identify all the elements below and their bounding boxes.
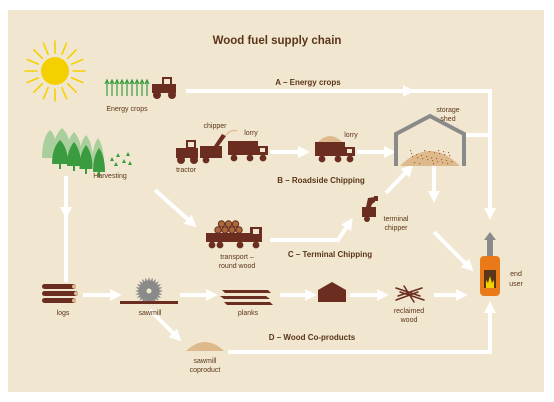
- planks-label: planks: [238, 310, 259, 317]
- forest-icon: [42, 128, 132, 177]
- sun-icon: [24, 40, 86, 102]
- planks-icon: [220, 290, 273, 305]
- route-c-label: C – Terminal Chipping: [288, 250, 372, 259]
- timber-lorry-icon: [206, 220, 262, 249]
- chipper-label: chipper: [204, 123, 228, 130]
- lorry-label-2: lorry: [344, 132, 358, 139]
- logs-icon: [42, 284, 78, 303]
- arrow-transport-to-terminal: [270, 218, 353, 242]
- arrow-coproduct-to-end-user: [228, 301, 496, 354]
- lorry-with-chips-icon: [315, 136, 355, 163]
- arrow-terminal-to-shed: [384, 164, 414, 195]
- arrow-sawmill-to-coproduct: [148, 308, 182, 342]
- shed-label: shed: [440, 116, 455, 123]
- diagram-background: [8, 10, 544, 392]
- tractor-chipper-lorry-icon: [176, 129, 268, 164]
- lorry-label-1: lorry: [244, 130, 258, 137]
- sawmill-coproduct-label-2: coproduct: [190, 367, 221, 374]
- arrow-harvest-to-transport: [153, 188, 197, 228]
- route-a-label: A – Energy crops: [275, 78, 341, 87]
- terminal-chipper-label: chipper: [385, 225, 409, 232]
- transport-label-2: round wood: [219, 263, 256, 270]
- furnace-icon: [480, 232, 500, 296]
- route-d-label: D – Wood Co-products: [269, 333, 356, 342]
- end-label: end: [510, 271, 522, 278]
- sawmill-coproduct-label-1: sawmill: [194, 358, 217, 365]
- route-b-label: B – Roadside Chipping: [277, 176, 365, 185]
- diagram-title: Wood fuel supply chain: [213, 35, 342, 47]
- tractor-icon: [152, 77, 176, 99]
- terminal-label: terminal: [384, 216, 409, 223]
- reclaimed-label: reclaimed: [394, 308, 424, 315]
- harvesting-label: Harvesting: [93, 173, 127, 180]
- building-icon: [318, 282, 346, 302]
- terminal-chipper-icon: [362, 196, 378, 222]
- sawmill-coproduct-icon: [186, 342, 224, 351]
- tractor-label: tractor: [176, 167, 197, 174]
- flow-arrows: [60, 85, 496, 354]
- storage-label: storage: [436, 107, 459, 114]
- wood-label: wood: [400, 317, 418, 324]
- storage-shed-icon: [394, 113, 466, 166]
- arrow-route-a-down-to-end-user: [410, 89, 496, 220]
- transport-label-1: transport –: [220, 254, 254, 261]
- arrow-shed-to-end-user: [432, 230, 474, 272]
- user-label: user: [509, 281, 523, 288]
- logs-label: logs: [57, 310, 70, 317]
- energy-crops-label: Energy crops: [106, 106, 148, 113]
- reclaimed-wood-icon: [395, 285, 425, 303]
- sawmill-label: sawmill: [139, 310, 162, 317]
- sawmill-icon: [120, 277, 178, 305]
- energy-crops-icon: [104, 77, 176, 99]
